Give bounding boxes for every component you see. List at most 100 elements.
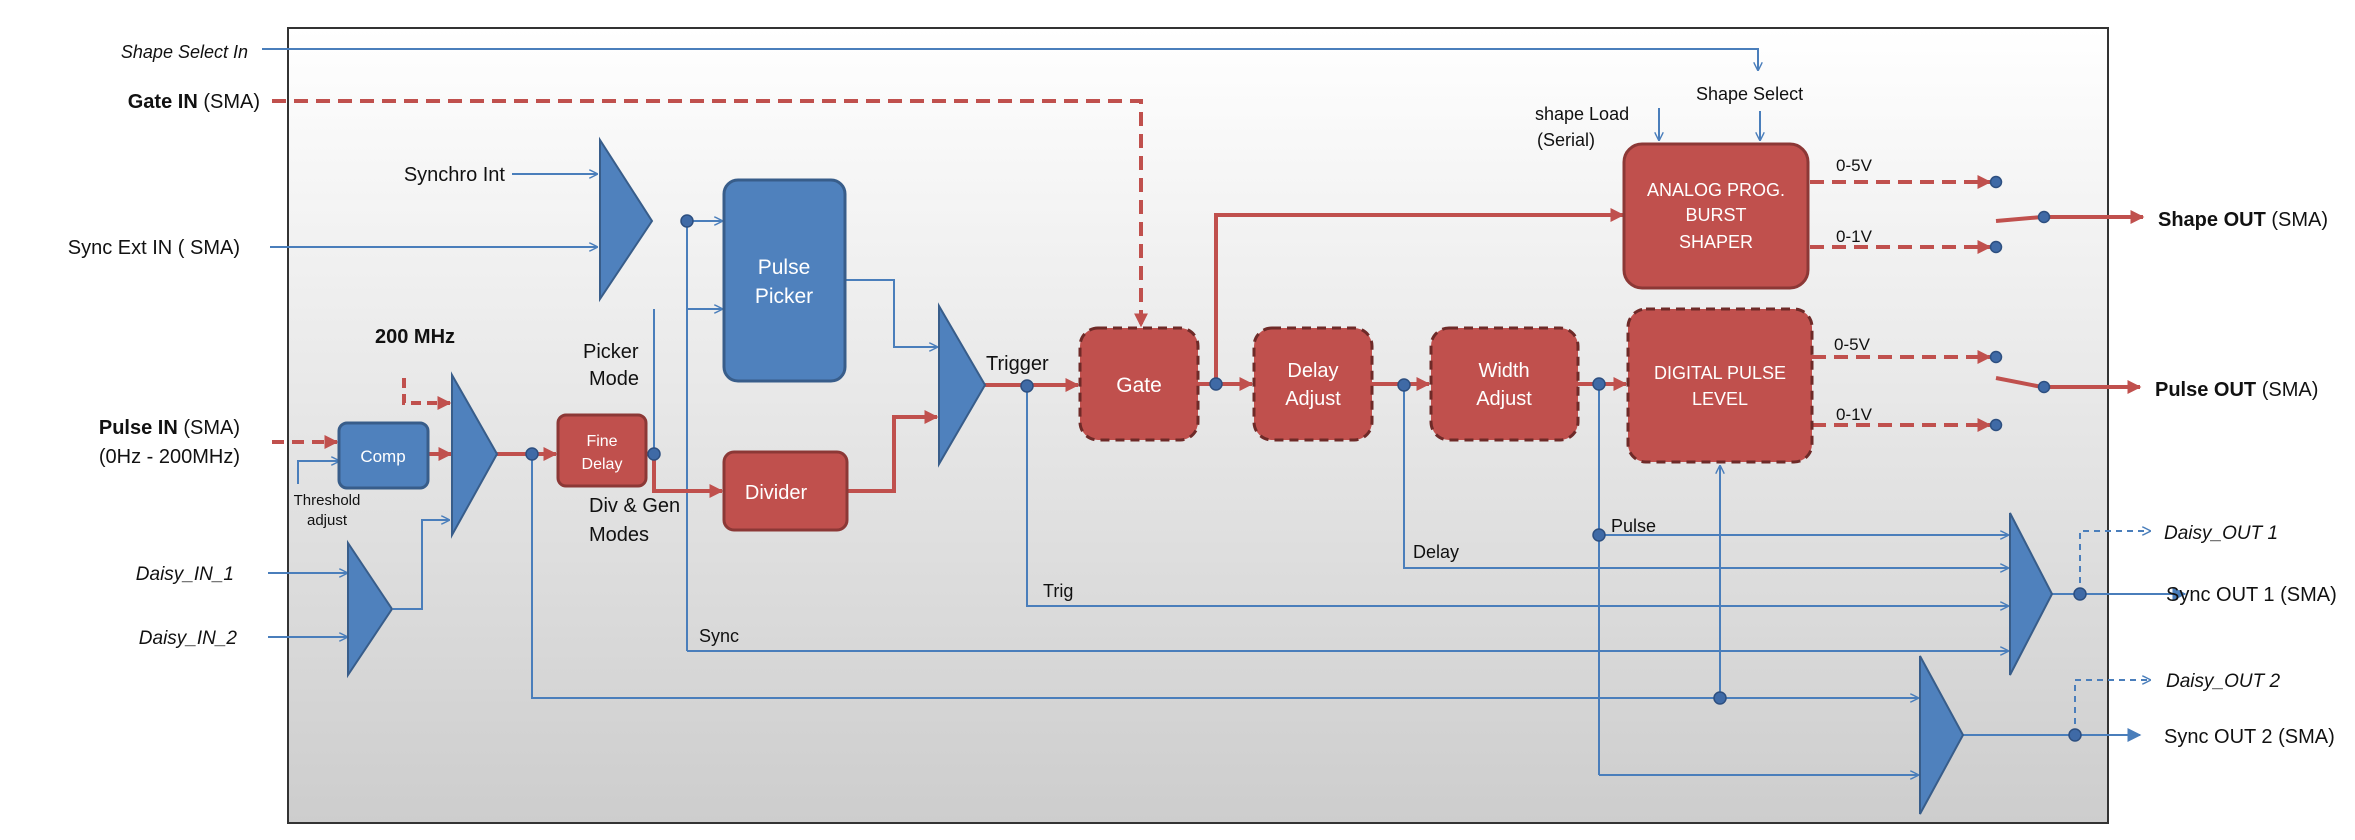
- red-blocks: [556, 142, 1810, 532]
- block-texts: Comp Fine Delay Pulse Picker Divider Gat…: [360, 180, 1786, 504]
- sync-ext-in-label: Sync Ext IN ( SMA): [68, 237, 240, 259]
- sync-out-1-mux: [2009, 512, 2054, 676]
- threshold-label-1: Threshold: [294, 492, 361, 509]
- switch-contact-dot: [2037, 380, 2051, 394]
- switch-contact-dot: [1989, 418, 2003, 432]
- analog-shaper-label-3: SHAPER: [1679, 232, 1753, 252]
- input-amplifier: [451, 371, 499, 539]
- shape-load-label-1: shape Load: [1535, 104, 1629, 124]
- gate-block: [1078, 326, 1200, 442]
- sync-out-2-label: Sync OUT 2 (SMA): [2164, 726, 2335, 748]
- pulse-in-label: Pulse IN (SMA): [99, 417, 240, 439]
- picker-mode-label-1: Picker: [583, 341, 639, 363]
- pulse-in-range-label: (0Hz - 200MHz): [99, 446, 240, 468]
- switch-contact-dot: [1989, 175, 2003, 189]
- junction-dot: [1209, 377, 1223, 391]
- analog-shaper-label-1: ANALOG PROG.: [1647, 180, 1785, 200]
- fine-delay-bottom-line: [531, 454, 1918, 698]
- width-adjust-label-1: Width: [1478, 360, 1529, 382]
- pulse-switch: [1995, 376, 2043, 389]
- width-adjust-label-2: Adjust: [1476, 388, 1532, 410]
- junction-dot: [2073, 587, 2087, 601]
- div-gen-label-2: Modes: [589, 524, 649, 546]
- voltage-05v-top-label: 0-5V: [1836, 156, 1873, 175]
- input-labels: Shape Select In Gate IN (SMA) Synchro In…: [68, 42, 506, 649]
- switch-contact-dot: [1989, 240, 2003, 254]
- shape-select-label: Shape Select: [1696, 84, 1803, 104]
- junction-dot: [1713, 691, 1727, 705]
- junction-dot: [2068, 728, 2082, 742]
- daisy-out-1-label: Daisy_OUT 1: [2164, 523, 2278, 544]
- fine-delay-label-2: Delay: [582, 456, 623, 473]
- junction-dot: [1592, 377, 1606, 391]
- junction-dot: [1397, 378, 1411, 392]
- sync-out-1-label: Sync OUT 1 (SMA): [2166, 584, 2337, 606]
- internal-labels: 200 MHz Threshold adjust Picker Mode Div…: [294, 84, 1873, 646]
- voltage-01v-top-label: 0-1V: [1836, 227, 1873, 246]
- digital-level-label-1: DIGITAL PULSE: [1654, 363, 1786, 383]
- voltage-05v-bot-label: 0-5V: [1834, 335, 1871, 354]
- gate-label: Gate: [1116, 374, 1162, 397]
- delay-signal-label: Delay: [1413, 542, 1459, 562]
- sync-select-mux: [599, 136, 654, 303]
- gate-in-bold: Gate IN: [128, 91, 198, 113]
- comp-block: [337, 421, 430, 490]
- shape-select-in-label: Shape Select In: [121, 42, 248, 62]
- red-output-dashed-lines: [1810, 175, 1992, 432]
- delay-line: [1403, 385, 2008, 568]
- divider-to-mux-line: [847, 410, 939, 493]
- sync-out-2-mux: [1919, 655, 1965, 815]
- voltage-01v-bot-label: 0-1V: [1836, 405, 1873, 424]
- threshold-label-2: adjust: [307, 512, 348, 529]
- synchro-int-label: Synchro Int: [404, 164, 506, 186]
- digital-level-label-2: LEVEL: [1692, 389, 1748, 409]
- junction-dot: [525, 447, 539, 461]
- div-gen-label-1: Div & Gen: [589, 495, 680, 517]
- analog-shaper-block: [1622, 142, 1810, 290]
- switch-contact-dot: [1989, 350, 2003, 364]
- daisy-out-2-label: Daisy_OUT 2: [2166, 671, 2280, 692]
- pulse-picker-label-2: Picker: [755, 285, 813, 308]
- output-labels: Shape OUT (SMA) Pulse OUT (SMA) Daisy_OU…: [2155, 209, 2337, 748]
- pulse-in-bold: Pulse IN: [99, 417, 178, 439]
- freq-label: 200 MHz: [375, 326, 455, 348]
- trig-signal-label: Trig: [1043, 581, 1073, 601]
- shape-load-label-2: (Serial): [1537, 130, 1595, 150]
- pulse-out-bold: Pulse OUT: [2155, 379, 2256, 401]
- daisy-mux-to-amp-line: [393, 520, 449, 610]
- triangles: [347, 136, 2054, 815]
- shape-switch: [1995, 215, 2043, 223]
- delay-adjust-label-1: Delay: [1287, 360, 1338, 382]
- analog-shaper-label-2: BURST: [1685, 205, 1746, 225]
- junction-dot: [1592, 528, 1606, 542]
- trig-line: [1026, 386, 2008, 606]
- pulse-in-rest: (SMA): [178, 417, 240, 439]
- freq-200-arrow: [402, 378, 452, 410]
- trigger-label: Trigger: [986, 353, 1049, 375]
- shape-out-label: Shape OUT (SMA): [2158, 209, 2328, 231]
- shape-out-bold: Shape OUT: [2158, 209, 2266, 231]
- threshold-line: [297, 461, 339, 484]
- blue-signal-lines: [262, 48, 2187, 775]
- trigger-mux: [938, 302, 987, 468]
- divider-block: [722, 450, 849, 532]
- pulse-picker-label-1: Pulse: [758, 256, 811, 279]
- daisy-out-dashed-lines: [2074, 531, 2150, 735]
- daisy-out-2-line: [2074, 680, 2150, 735]
- switch-contact-dot: [2037, 210, 2051, 224]
- comp-label: Comp: [360, 447, 405, 466]
- delay-adjust-block: [1252, 326, 1374, 442]
- digital-level-block: [1626, 307, 1814, 464]
- daisy-in-1-label: Daisy_IN_1: [136, 564, 234, 585]
- pulse-out-rest: (SMA): [2256, 379, 2318, 401]
- pulse-picker-block: [722, 178, 847, 383]
- picker-to-mux-line: [845, 279, 937, 347]
- junction-dot: [647, 447, 661, 461]
- junction-dots: [525, 175, 2087, 742]
- gate-in-rest: (SMA): [198, 91, 260, 113]
- gate-to-shaper-line: [1214, 208, 1625, 384]
- junction-dot: [1020, 379, 1034, 393]
- shape-select-in-line: [262, 48, 1758, 70]
- sync-signal-label: Sync: [699, 626, 739, 646]
